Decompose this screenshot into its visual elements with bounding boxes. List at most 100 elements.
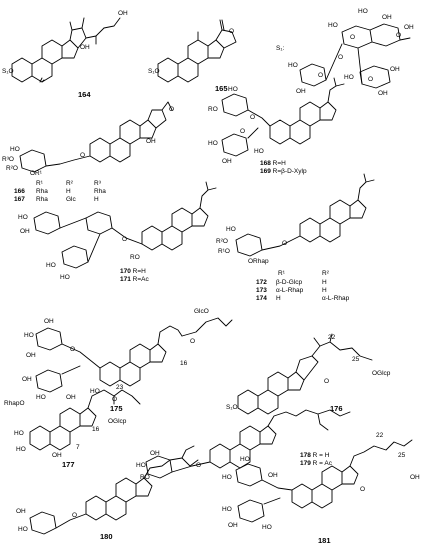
oxygen-label: O — [169, 106, 175, 113]
header-r3: R³ — [94, 180, 101, 187]
compound-number: 165 — [215, 84, 228, 93]
hydroxyl-label: OH — [228, 522, 238, 529]
ro-label: RO — [208, 106, 218, 113]
compound-number: 166 — [14, 188, 25, 195]
structure-180 — [29, 445, 199, 535]
position-label: 22 — [376, 432, 384, 439]
hydroxyl-label: OH — [268, 472, 278, 479]
hydroxyl-label: HO — [24, 332, 34, 339]
hydroxyl-label: HO — [288, 62, 298, 69]
structure-178-179 — [145, 409, 351, 479]
hydroxyl-label: HO — [18, 214, 28, 221]
r1-value: Rha — [36, 196, 48, 203]
r-value: R=Ac — [132, 276, 149, 283]
hydroxyl-label: HO — [228, 86, 238, 93]
substituent-label: S₁O — [226, 404, 238, 411]
oxygen-label: O — [324, 378, 330, 385]
compound-number: 179 — [300, 460, 311, 467]
position-label: 7 — [76, 444, 80, 451]
r1-value: H — [276, 295, 281, 302]
compound-number: 164 — [78, 90, 91, 99]
hydroxyl-label: OH — [378, 90, 388, 97]
compound-number: 168 — [260, 160, 271, 167]
r-line: 178 R = H — [300, 452, 329, 460]
r-line: 179 R = Ac — [300, 460, 332, 468]
position-label: 23 — [116, 384, 124, 391]
hydroxyl-label: OH — [390, 66, 400, 73]
structure-172-174 — [235, 173, 375, 257]
r2-value: Glc — [66, 196, 76, 203]
hydroxyl-label: OH — [296, 88, 306, 95]
oxygen-label: O — [229, 28, 235, 35]
hydroxyl-label: OH — [80, 44, 90, 51]
r-line: 170 R=H — [120, 268, 146, 276]
oxygen-label: O — [122, 236, 128, 243]
header-r2: R² — [322, 270, 329, 277]
hydroxyl-label: HO — [90, 388, 100, 395]
compound-number: 177 — [62, 460, 75, 469]
ro-label: RO — [140, 474, 150, 481]
oxygen-label: O — [190, 338, 196, 345]
r2-value: H — [322, 279, 327, 286]
hydroxyl-label: HO — [344, 74, 354, 81]
r-value: R=β-D-Xylp — [272, 168, 307, 175]
header-r1: R¹ — [278, 270, 285, 277]
compound-number: 170 — [120, 268, 131, 275]
hydroxyl-label: OH — [404, 24, 414, 31]
hydroxyl-label: HO — [18, 526, 28, 533]
r-line: 168 R=H — [260, 160, 286, 168]
compound-number: 180 — [100, 532, 113, 541]
r-line: 169 R=β-D-Xylp — [260, 168, 307, 176]
hydroxyl-label: OH — [150, 450, 160, 457]
oxygen-label: O — [72, 512, 78, 519]
r-group-header: R¹ R² — [278, 270, 329, 278]
hydroxyl-label: HO — [222, 474, 232, 481]
hydroxyl-label: HO — [14, 430, 24, 437]
r-group-header: R¹ R² R³ — [36, 180, 101, 188]
hydroxyl-label: OH — [52, 452, 62, 459]
r2o-label: R²O — [6, 165, 18, 172]
r1-value: α-L-Rhap — [276, 287, 304, 294]
rhapo-label: RhapO — [4, 400, 25, 407]
compound-number: 172 — [256, 279, 267, 286]
structure-181 — [235, 439, 413, 523]
position-label: 16 — [92, 426, 100, 433]
hydroxyl-label: HO — [240, 456, 250, 463]
header-r2: R² — [66, 180, 73, 187]
hydroxyl-label: OH — [146, 138, 156, 145]
hydroxyl-label: HO — [16, 446, 26, 453]
hydroxyl-label: HO — [262, 524, 272, 531]
r3-value: H — [94, 196, 99, 203]
header-r1: R¹ — [36, 180, 43, 187]
r2-value: α-L-Rhap — [322, 295, 350, 302]
r-value: R = Ac — [312, 460, 333, 467]
oxygen-label: O — [70, 346, 76, 353]
r2-value: H — [322, 287, 327, 294]
structure-170-171 — [33, 181, 217, 269]
position-label: 25 — [352, 356, 360, 363]
compound-number: 171 — [120, 276, 131, 283]
hydroxyl-label: HO — [46, 262, 56, 269]
oxygen-label: O — [282, 240, 288, 247]
oxygen-label: O — [368, 76, 374, 83]
oxygen-label: O — [350, 34, 356, 41]
structure-175 — [35, 317, 233, 393]
r-value: R=H — [132, 268, 146, 275]
hydroxyl-label: HO — [328, 22, 338, 29]
structure-166-167 — [19, 101, 173, 173]
oxygen-label: O — [112, 396, 118, 403]
compound-number: 169 — [260, 168, 271, 175]
r2-value: H — [66, 188, 71, 195]
r-value: R = H — [312, 452, 330, 459]
hydroxyl-label: HO — [60, 274, 70, 281]
hydroxyl-label: OH — [118, 10, 128, 17]
s1-sugar-cluster — [299, 23, 411, 89]
compound-number: 178 — [300, 452, 311, 459]
oxygen-label: O — [360, 486, 366, 493]
compound-number: 175 — [110, 404, 123, 413]
hydroxyl-label: OH — [410, 474, 420, 481]
